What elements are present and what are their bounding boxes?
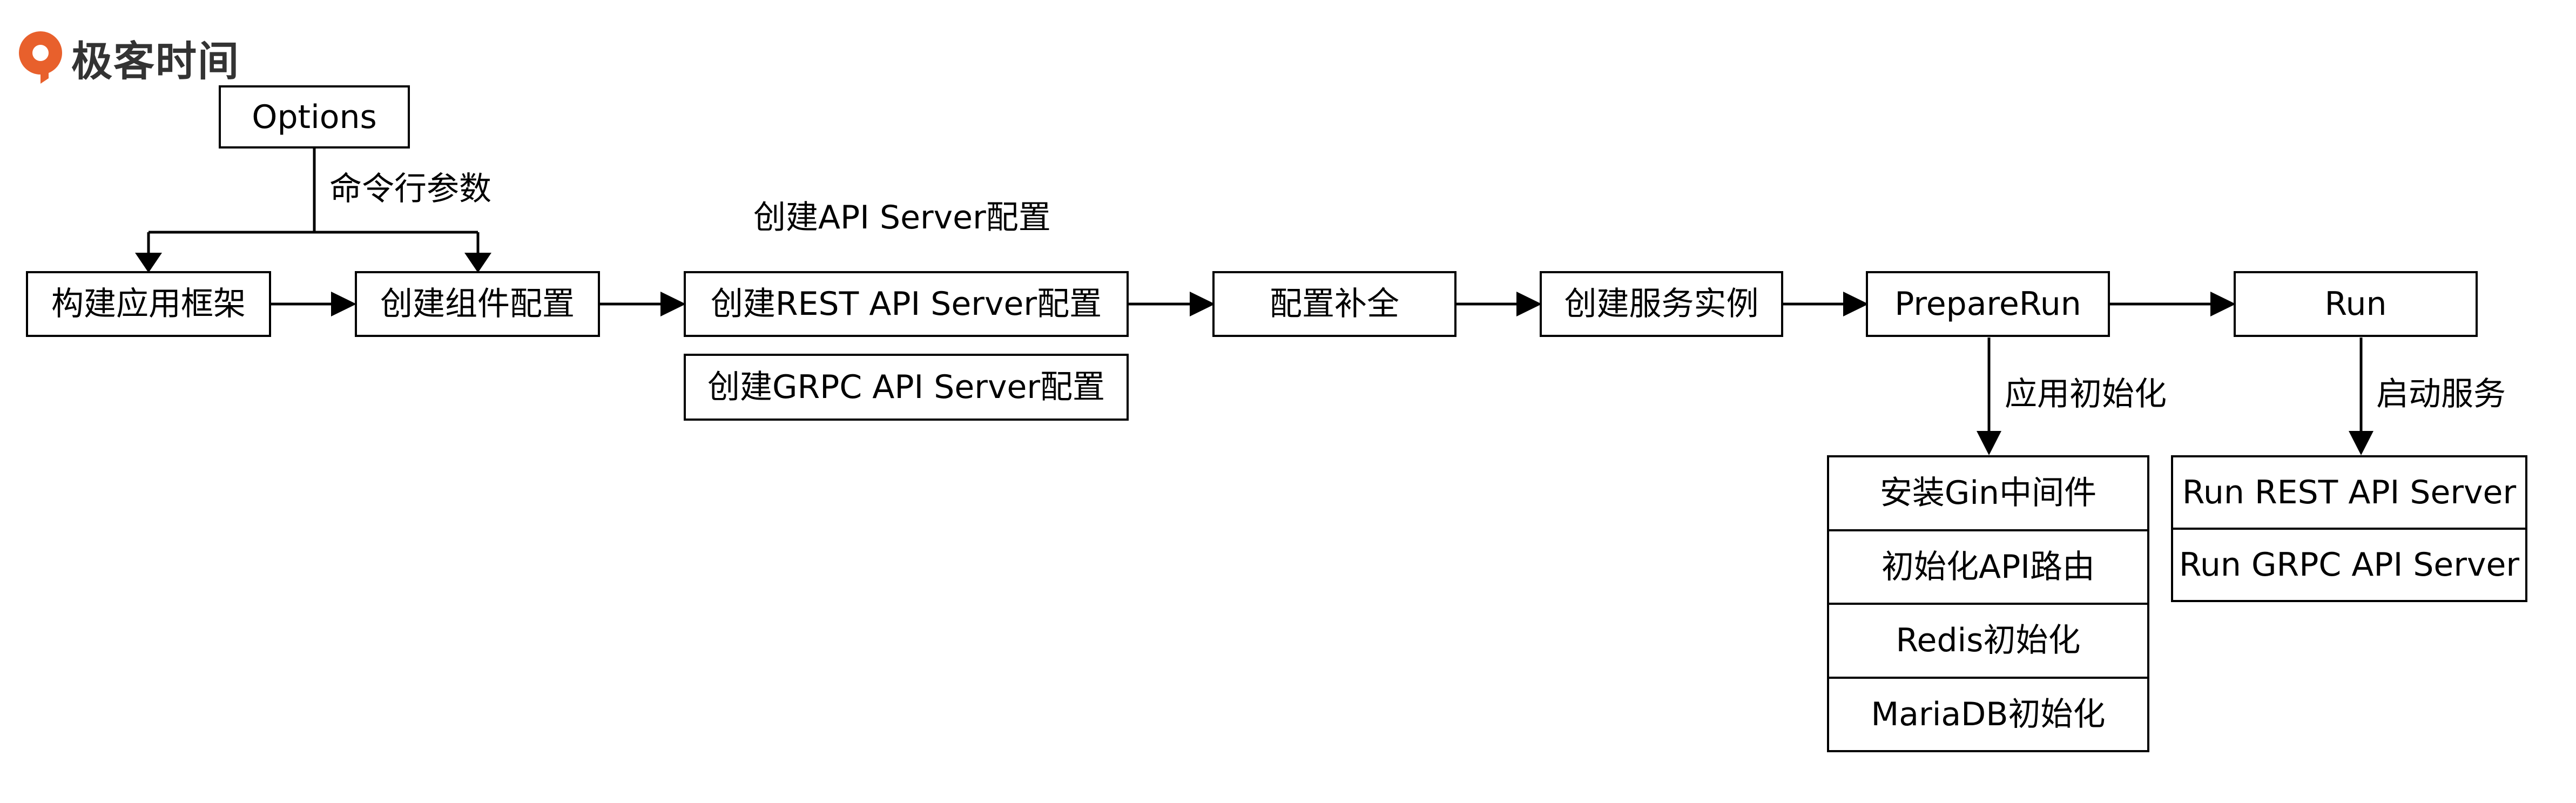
list-item-gin-middleware: 安装Gin中间件 [1879,474,2097,512]
component-config-node: 创建组件配置 [355,271,600,337]
list-item-api-routes: 初始化API路由 [1829,529,2147,603]
start-service-label: 启动服务 [2376,375,2506,413]
prepare-steps-list: 安装Gin中间件 初始化API路由 Redis初始化 MariaDB初始化 [1827,455,2149,752]
list-item-mariadb-init: MariaDB初始化 [1829,676,2147,751]
framework-node: 构建应用框架 [26,271,271,337]
grpc-config-node: 创建GRPC API Server配置 [684,354,1129,421]
cli-params-label: 命令行参数 [329,170,491,208]
geektime-logo-icon [19,31,62,84]
create-instance-node: 创建服务实例 [1540,271,1783,337]
complete-config-node: 配置补全 [1212,271,1456,337]
geektime-logo: 极客时间 [17,28,240,87]
list-item-run-rest: Run REST API Server [2182,474,2517,511]
api-server-config-label: 创建API Server配置 [753,199,1051,237]
app-init-label: 应用初始化 [2005,375,2167,413]
list-item-redis-init: Redis初始化 [1829,603,2147,677]
options-node: Options [219,85,410,149]
list-item-run-grpc: Run GRPC API Server [2173,528,2525,600]
rest-config-node: 创建REST API Server配置 [684,271,1129,337]
logo-text: 极客时间 [71,37,240,85]
prepare-run-node: PrepareRun [1866,271,2110,337]
run-node: Run [2234,271,2478,337]
run-steps-list: Run REST API Server Run GRPC API Server [2171,455,2527,602]
